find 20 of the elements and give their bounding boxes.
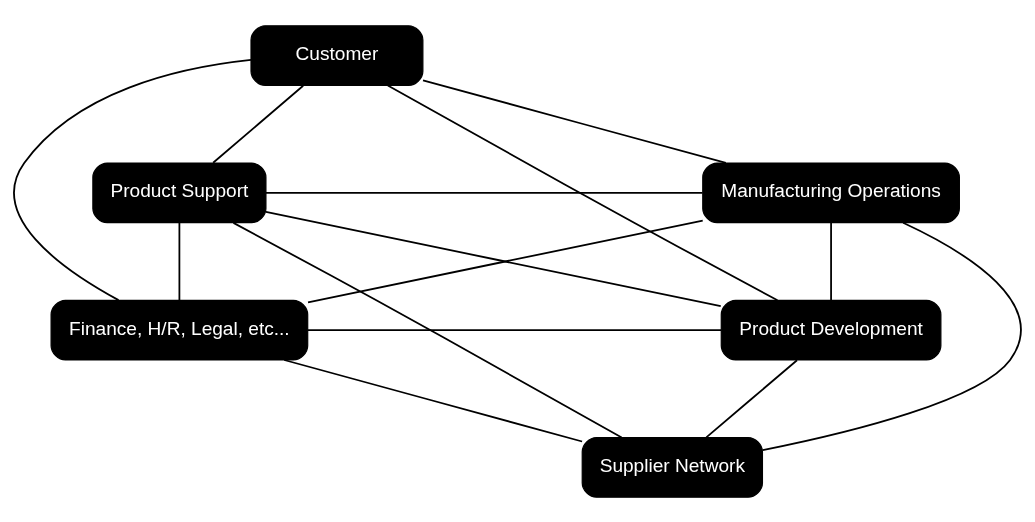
connector bbox=[422, 78, 727, 164]
connector bbox=[386, 84, 779, 301]
connector bbox=[307, 328, 723, 331]
connector bbox=[232, 221, 623, 438]
connector bbox=[283, 358, 583, 442]
connector bbox=[265, 191, 704, 194]
node-box: Product Development bbox=[720, 299, 942, 361]
connector bbox=[830, 221, 832, 301]
connector bbox=[212, 84, 305, 164]
connector bbox=[265, 210, 722, 307]
node-box: Manufacturing Operations bbox=[702, 161, 960, 223]
node-box: Supplier Network bbox=[581, 436, 764, 498]
node-box: Customer bbox=[250, 24, 424, 86]
connector bbox=[761, 221, 1022, 451]
connector bbox=[705, 358, 798, 438]
node-box: Product Support bbox=[92, 161, 267, 223]
connector bbox=[13, 58, 252, 301]
connector bbox=[307, 219, 704, 303]
node-box: Finance, H/R, Legal, etc... bbox=[50, 299, 309, 361]
connector bbox=[178, 221, 181, 301]
